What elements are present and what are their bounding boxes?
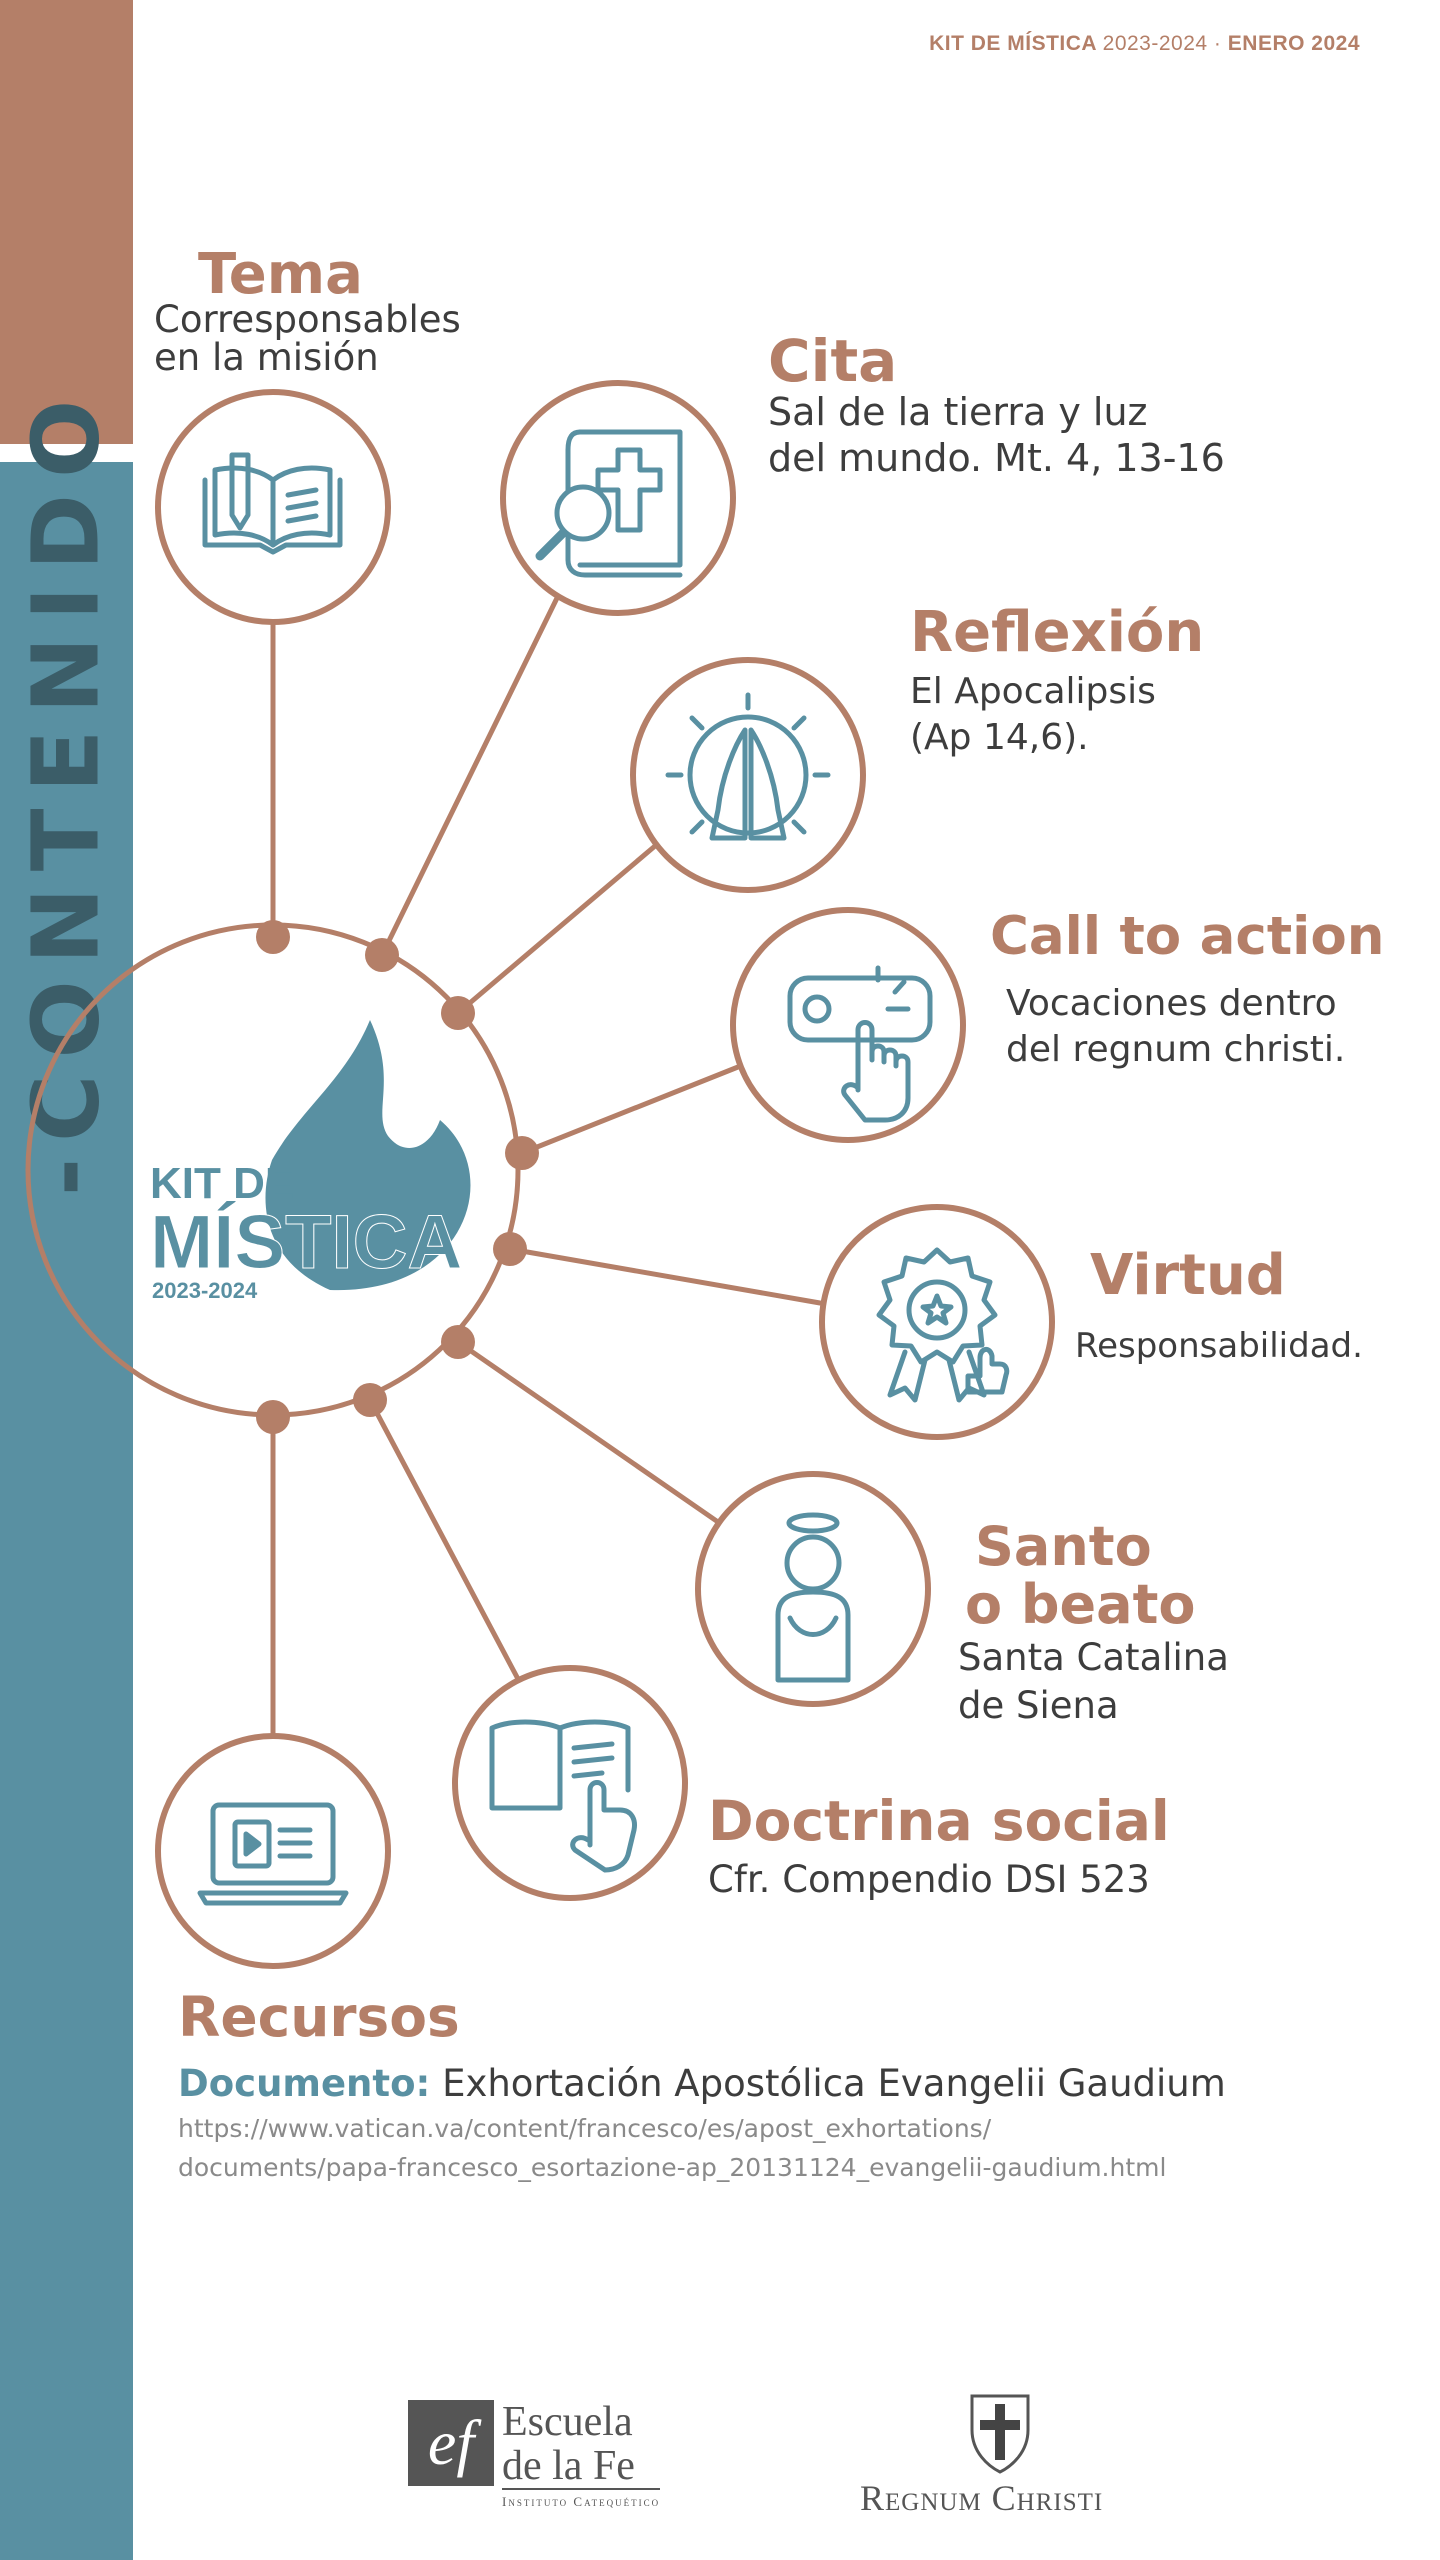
- santo-title-2: o beato: [965, 1573, 1196, 1636]
- side-bar: [0, 462, 133, 2560]
- santo-text-1: Santa Catalina: [958, 1636, 1229, 1679]
- document-url-2[interactable]: documents/papa-francesco_esortazione-ap_…: [178, 2153, 1167, 2182]
- document-url-1[interactable]: https://www.vatican.va/content/francesco…: [178, 2114, 992, 2143]
- escuela-de-la-fe-logo: ef Escuela de la Fe Instituto Catequétic…: [408, 2399, 661, 2510]
- doctrina-title: Doctrina social: [708, 1789, 1170, 1853]
- node-dot: [256, 920, 290, 954]
- header-kit: KIT DE MÍSTICA: [929, 32, 1097, 55]
- flame-logo-icon: [265, 1020, 471, 1291]
- open-book-pen-icon: [202, 452, 343, 555]
- logo-line1: KIT DE: [150, 1159, 294, 1208]
- virtud-title: Virtud: [1090, 1243, 1286, 1308]
- header-date: ENERO 2024: [1227, 32, 1360, 55]
- santo-text-2: de Siena: [958, 1684, 1119, 1727]
- reflexion-text-1: El Apocalipsis: [910, 671, 1156, 712]
- side-bar-top: [0, 0, 133, 444]
- award-badge-thumbs-up-icon: [876, 1247, 1010, 1403]
- tema-title: Tema: [198, 242, 363, 307]
- saint-halo-icon: [775, 1512, 851, 1683]
- ef-mark: ef: [408, 2400, 494, 2486]
- cita-title: Cita: [768, 327, 898, 395]
- logo-line2: MÍSTICA: [150, 1200, 462, 1285]
- virtud-circle: [819, 1204, 1055, 1440]
- page-header: KIT DE MÍSTICA 2023-2024 · ENERO 2024: [929, 32, 1360, 56]
- cita-text-2: del mundo. Mt. 4, 13-16: [768, 436, 1225, 480]
- call-text-2: del regnum christi.: [1006, 1029, 1346, 1070]
- regnum-christi-shield-icon: [970, 2394, 1030, 2474]
- header-years: 2023-2024: [1102, 32, 1208, 55]
- spoke-cita: [379, 593, 561, 958]
- spoke-reflexion: [455, 843, 658, 1016]
- node-dot: [441, 996, 475, 1030]
- node-dot: [365, 938, 399, 972]
- document-label: Documento:: [178, 2062, 431, 2105]
- doctrina-text-1: Cfr. Compendio DSI 523: [708, 1858, 1150, 1901]
- document-title: Exhortación Apostólica Evangelii Gaudium: [430, 2062, 1226, 2105]
- book-hand-icon: [489, 1719, 637, 1873]
- spoke-call: [519, 1064, 741, 1156]
- ef-line2: de la Fe: [502, 2444, 661, 2490]
- virtud-text-1: Responsabilidad.: [1075, 1326, 1363, 1366]
- reflexion-title: Reflexión: [910, 600, 1205, 665]
- spoke-santo: [455, 1339, 721, 1525]
- recursos-circle: [155, 1733, 391, 1969]
- cita-text-1: Sal de la tierra y luz: [768, 390, 1148, 434]
- node-dot: [256, 1400, 290, 1434]
- recursos-document: Documento: Exhortación Apostólica Evange…: [178, 2062, 1226, 2105]
- call-title: Call to action: [990, 906, 1385, 967]
- praying-hands-icon: [665, 692, 831, 841]
- node-dot: [505, 1136, 539, 1170]
- bible-magnifier-icon: [535, 429, 683, 578]
- laptop-video-icon: [197, 1802, 349, 1906]
- header-sep: ·: [1213, 32, 1222, 55]
- tema-text-1: Corresponsables: [154, 298, 461, 341]
- recursos-title: Recursos: [178, 1985, 460, 2049]
- regnum-christi-name: Regnum Christi: [860, 2478, 1104, 2518]
- hand-click-button-icon: [787, 965, 933, 1123]
- spoke-virtud: [507, 1246, 823, 1306]
- ef-line1: Escuela: [502, 2399, 633, 2445]
- call-text-1: Vocaciones dentro: [1006, 983, 1337, 1024]
- spoke-doctrina: [367, 1397, 521, 1682]
- santo-title-1: Santo: [975, 1515, 1152, 1578]
- node-dot: [493, 1232, 527, 1266]
- ef-sub: Instituto Catequético: [502, 2494, 661, 2509]
- reflexion-text-2: (Ap 14,6).: [910, 717, 1089, 758]
- tema-text-2: en la misión: [154, 336, 379, 379]
- node-dot: [353, 1383, 387, 1417]
- logo-years: 2023-2024: [152, 1278, 258, 1303]
- node-dot: [441, 1325, 475, 1359]
